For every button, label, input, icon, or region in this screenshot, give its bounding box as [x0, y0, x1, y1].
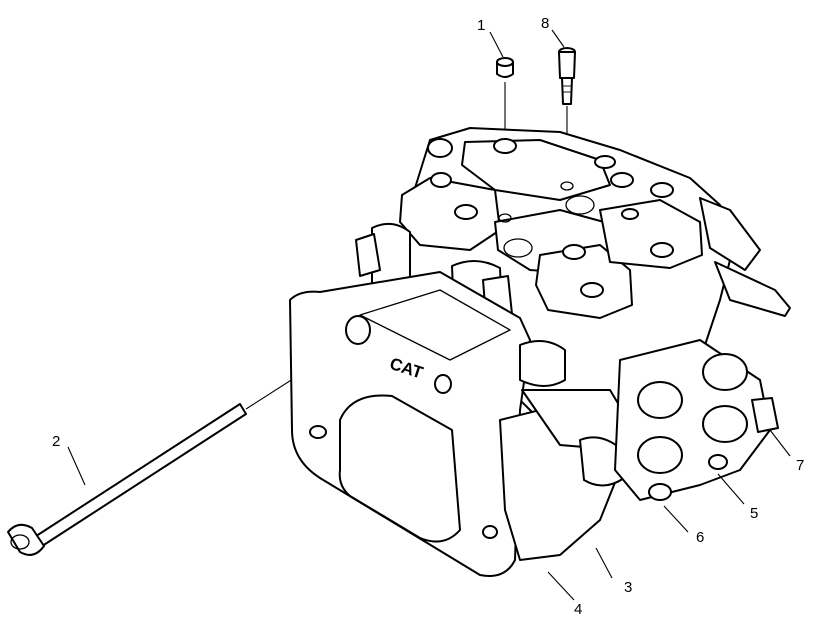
callout-7: 7 — [796, 457, 804, 474]
long-bolt-part-2 — [7, 335, 361, 556]
leader-lines — [67, 29, 791, 601]
solenoid-left — [355, 222, 411, 291]
callout-1: 1 — [477, 17, 485, 34]
end-caps — [614, 339, 779, 501]
front-housing: CAT — [289, 271, 531, 577]
callout-8: 8 — [541, 15, 549, 32]
pin-part-8 — [558, 47, 576, 180]
callout-2: 2 — [52, 433, 60, 450]
plate-bolt-heads — [427, 138, 674, 298]
callouts: 1 8 2 3 4 5 6 7 — [52, 15, 804, 618]
callout-5: 5 — [750, 505, 758, 522]
callout-6: 6 — [696, 529, 704, 546]
callout-3: 3 — [624, 579, 632, 596]
callout-4: 4 — [574, 601, 582, 618]
side-cover — [499, 340, 626, 561]
